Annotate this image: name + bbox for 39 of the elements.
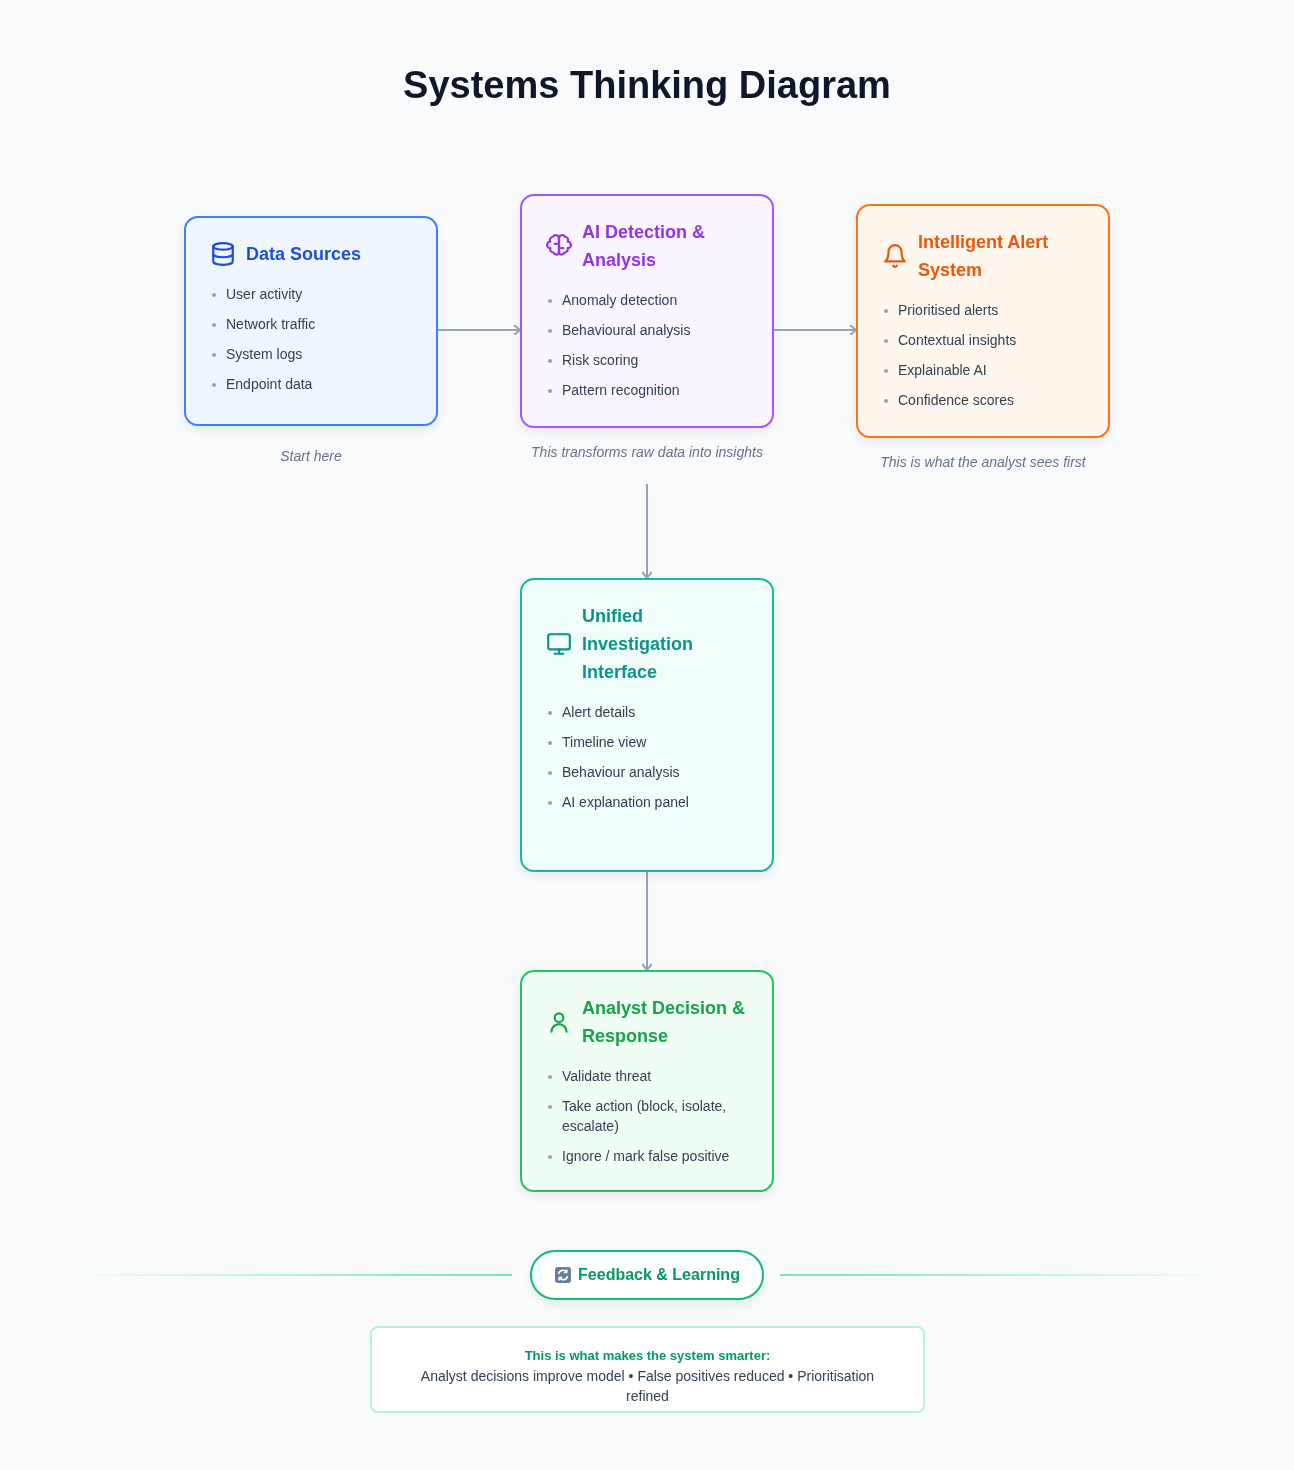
bullet-item: Timeline view bbox=[546, 732, 752, 752]
arrow bbox=[641, 483, 653, 579]
bullet-item: Prioritised alerts bbox=[882, 300, 1088, 320]
note-heading: This is what makes the system smarter: bbox=[523, 1347, 772, 1365]
bullet-item: Explainable AI bbox=[882, 360, 1088, 380]
bullet-item: Anomaly detection bbox=[546, 290, 752, 310]
bullet-item: Behaviour analysis bbox=[546, 762, 752, 782]
pill-label: Feedback & Learning bbox=[578, 1266, 740, 1284]
bullet-item: Endpoint data bbox=[210, 374, 416, 394]
arrow bbox=[773, 324, 857, 336]
card-title: Analyst Decision & Response bbox=[582, 997, 747, 1048]
bullet-item: Take action (block, isolate, escalate) bbox=[546, 1096, 752, 1136]
feedback-pill bbox=[530, 1250, 764, 1300]
card-title: Intelligent Alert System bbox=[918, 231, 1050, 282]
process-card bbox=[520, 578, 774, 872]
bullet-item: System logs bbox=[210, 344, 416, 364]
bullet-item: User activity bbox=[210, 284, 416, 304]
bullet-item: Ignore / mark false positive bbox=[546, 1146, 752, 1166]
bullet-item: Validate threat bbox=[546, 1066, 752, 1086]
bullet-item: Confidence scores bbox=[882, 390, 1088, 410]
bullet-item: Pattern recognition bbox=[546, 380, 752, 400]
card-title: Data Sources bbox=[246, 243, 362, 266]
bullet-item: AI explanation panel bbox=[546, 792, 752, 812]
node-label: Start here bbox=[279, 448, 343, 464]
bullet-item: Risk scoring bbox=[546, 350, 752, 370]
arrow bbox=[641, 871, 653, 971]
diagram-title: Systems Thinking Diagram bbox=[402, 64, 892, 107]
note-box bbox=[370, 1326, 925, 1413]
card-title: Unified Investigation Interface bbox=[582, 605, 694, 684]
bullet-item: Network traffic bbox=[210, 314, 416, 334]
bullet-item: Contextual insights bbox=[882, 330, 1088, 350]
note-text: Analyst decisions improve model • False positives reduced • Prioritisation refined bbox=[419, 1367, 876, 1406]
arrow bbox=[437, 324, 521, 336]
node-label: This transforms raw data into insights bbox=[530, 444, 764, 460]
card-title: AI Detection & Analysis bbox=[582, 221, 706, 272]
node-label: This is what the analyst sees first bbox=[879, 454, 1087, 470]
bullet-item: Alert details bbox=[546, 702, 752, 722]
bullet-item: Behavioural analysis bbox=[546, 320, 752, 340]
process-card bbox=[520, 970, 774, 1192]
